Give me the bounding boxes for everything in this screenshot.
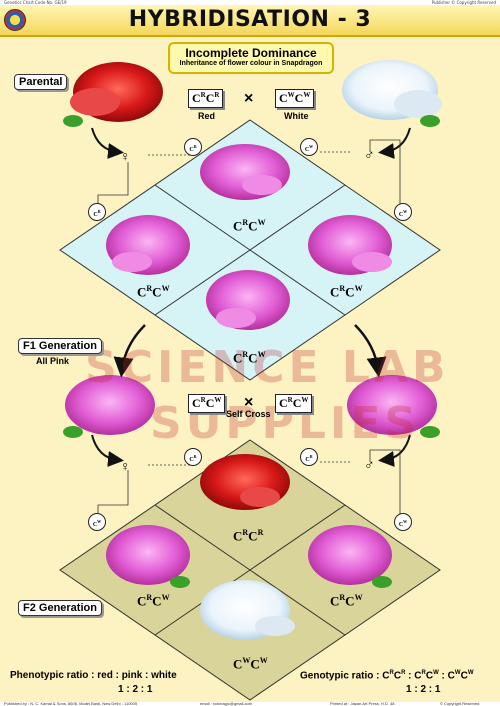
flower-red-grid2-top [200,454,290,510]
gamete-circle-top-right: CW [300,138,318,156]
female-symbol-icon-2: ♀ [120,458,131,474]
female-symbol-icon: ♀ [120,148,131,164]
label-all-pink: All Pink [36,356,70,366]
flower-pink-grid1-left [106,215,190,275]
grid1-cell-bottom: CRCW [233,350,266,366]
label-red: Red [198,111,216,121]
publisher-logo-icon [4,9,26,31]
watermark-line1: SCIENCE LAB [85,342,450,393]
flower-pink-f1-right [347,375,440,438]
label-self-cross: Self Cross [226,409,271,419]
gamete-circle-top-left-2: CR [184,448,202,466]
page-title: HYBRIDISATION - 3 [128,7,372,32]
grid2-cell-bottom: CWCW [233,656,268,672]
flower-white-parent [342,60,442,127]
grid1-cell-top: CRCW [233,218,266,234]
top-strip-right: Publisher © Copyright Reserved [431,0,496,5]
gamete-circle-top-left: CR [184,138,202,156]
flower-pink-grid1-bottom [206,270,290,330]
grid2-cell-left: CRCW [137,593,170,609]
grid1-cell-right: CRCW [330,284,363,300]
flower-pink-grid1-right [308,215,392,275]
genotype-red-parent: CRCR [188,89,224,108]
male-symbol-icon: ♂ [364,146,375,162]
gamete-circle-right-2: CW [394,513,412,531]
footer-publisher: Published by : N. C. Kamal & Sons, 8606,… [4,701,138,706]
male-symbol-icon-2: ♂ [364,456,375,472]
genotypic-ratio-numbers: 1 : 2 : 1 [406,684,441,695]
flower-pink-f1-left [63,375,155,438]
grid2-cell-right: CRCW [330,593,363,609]
genotype-f1-right: CRCW [275,394,313,413]
header-box: Incomplete Dominance Inheritance of flow… [168,42,334,74]
header-title: Incomplete Dominance [185,46,317,60]
phenotypic-ratio-numbers: 1 : 2 : 1 [118,684,153,695]
gamete-circle-top-right-2: CR [300,448,318,466]
cross-symbol-f1: × [244,394,254,411]
label-white: White [284,111,309,121]
footer-copyright: © Copyright Reserved [440,701,480,706]
gamete-circle-left-2: CW [88,513,106,531]
grid1-cell-left: CRCW [137,284,170,300]
flower-red-parent [63,62,163,127]
top-strip-left: Genetics Chart Code No. GE/19 [4,0,67,5]
label-f2-generation: F2 Generation [18,600,102,616]
title-bar [0,5,500,37]
footer-email: email : nckmagic@gmail.com [200,701,253,706]
genotype-white-parent: CWCW [275,89,315,108]
footer-printer: Printed at : Japan Art Press, H.D. 48 [330,701,395,706]
cross-symbol-parental: × [244,90,254,107]
flower-pink-grid2-right [308,525,392,588]
flower-pink-grid2-left [106,525,190,588]
flower-white-grid2-bottom [200,580,295,640]
label-parental: Parental [14,74,68,90]
genotypic-ratio: Genotypic ratio : CRCR : CRCW : CWCW [300,670,474,682]
flower-pink-grid1-top [200,144,290,200]
gamete-circle-left: CR [88,203,106,221]
grid2-cell-top: CRCR [233,528,264,544]
phenotypic-ratio: Phenotypic ratio : red : pink : white [10,670,177,681]
label-f1-generation: F1 Generation [18,338,102,354]
genotype-f1-left: CRCW [188,394,226,413]
gamete-circle-right: CW [394,203,412,221]
header-subtitle: Inheritance of flower colour in Snapdrag… [179,60,323,67]
